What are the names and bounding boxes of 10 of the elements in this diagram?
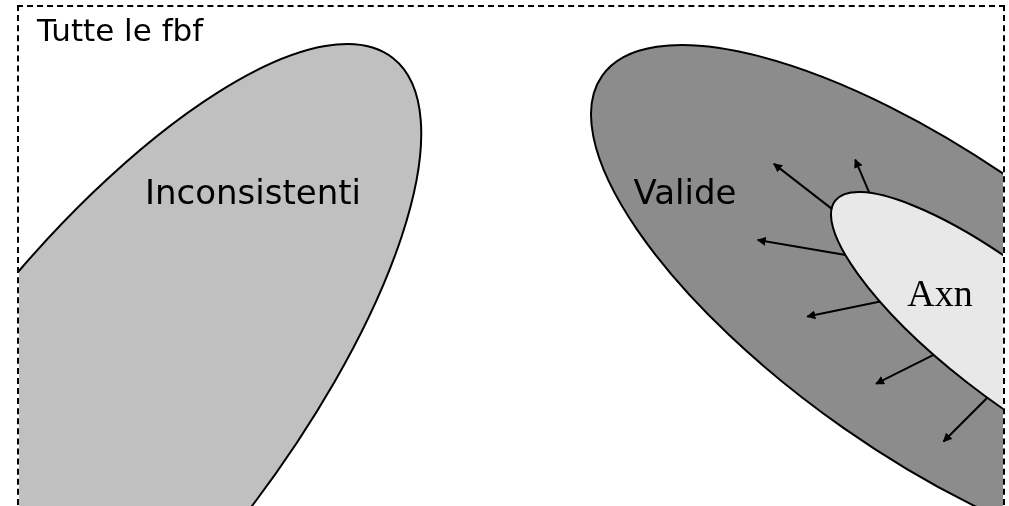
arrow (806, 300, 882, 320)
frame-title: Tutte le fbf (37, 15, 204, 46)
arrow (772, 162, 833, 210)
arrow (875, 353, 936, 385)
set-label: Valide (633, 175, 737, 209)
set-label: Axn (907, 274, 973, 312)
arrow (756, 236, 847, 256)
arrow (942, 396, 989, 443)
arrow (854, 158, 871, 194)
set-label: Inconsistenti (144, 175, 362, 209)
